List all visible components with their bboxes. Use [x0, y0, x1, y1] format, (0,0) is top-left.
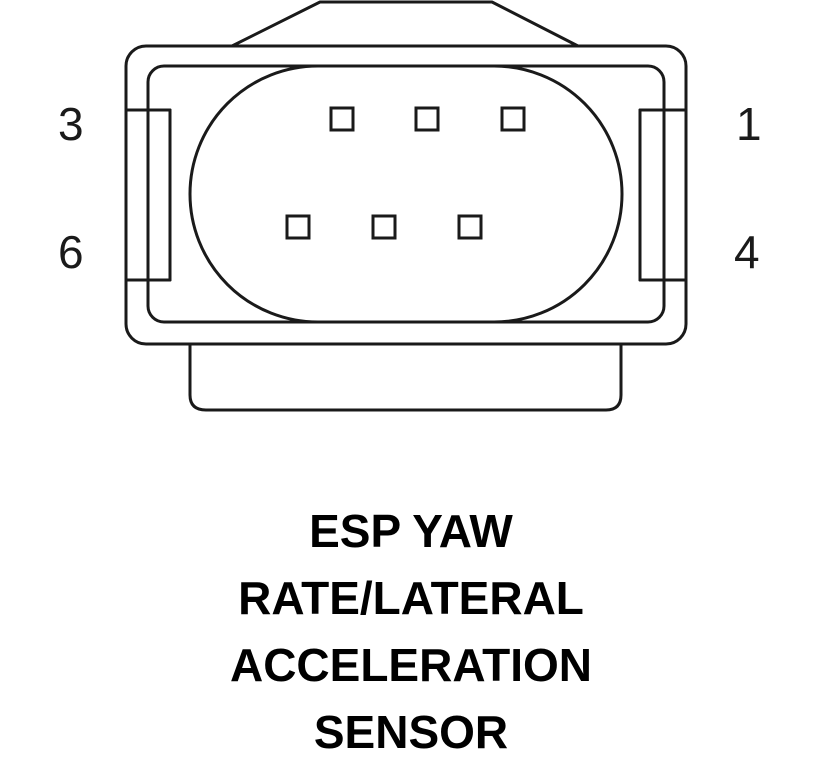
component-title: ESP YAW RATE/LATERAL ACCELERATION SENSOR	[0, 498, 822, 766]
pin-cavity-oval	[188, 64, 624, 324]
pin-terminal	[285, 214, 311, 240]
connector-bottom-shroud	[188, 342, 623, 412]
title-line: RATE/LATERAL	[238, 572, 584, 624]
pin-terminal	[371, 214, 397, 240]
pin-label-bottom-right: 4	[734, 226, 760, 278]
pin-terminal	[457, 214, 483, 240]
title-line: ESP YAW	[309, 505, 513, 557]
pin-terminal	[329, 106, 355, 132]
pin-label-bottom-left: 6	[58, 226, 84, 278]
title-line: SENSOR	[313, 706, 509, 758]
pin-terminal	[500, 106, 526, 132]
pin-terminal	[414, 106, 440, 132]
pin-label-top-right: 1	[736, 98, 762, 150]
pin-label-top-left: 3	[58, 98, 84, 150]
connector-top-latch	[230, 0, 580, 48]
title-line: ACCELERATION	[229, 639, 593, 691]
